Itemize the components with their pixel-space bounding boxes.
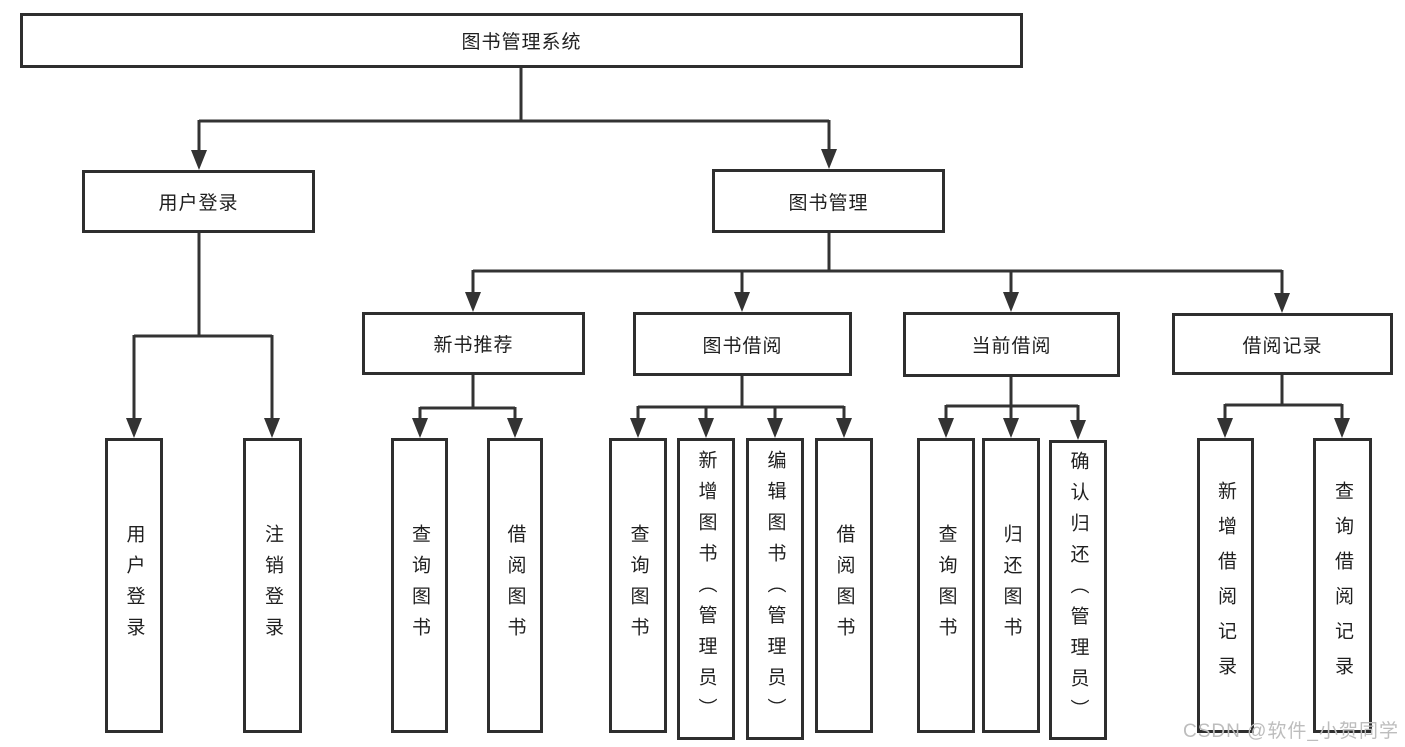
leaf-confirm-return-admin: 确认归还（管理员） bbox=[1049, 440, 1107, 740]
leaf-user-login: 用户登录 bbox=[105, 438, 163, 733]
leaf-borrow-books: 借阅图书 bbox=[815, 438, 873, 733]
node-label: 借阅记录 bbox=[1242, 335, 1323, 357]
leaf-query-borrow-record: 查询借阅记录 bbox=[1313, 438, 1372, 733]
leaf-logout: 注销登录 bbox=[243, 438, 302, 733]
node-new-book-recommendation: 新书推荐 bbox=[362, 312, 585, 375]
leaf-return-books: 归还图书 bbox=[982, 438, 1040, 733]
node-label: 查询图书 bbox=[409, 523, 430, 648]
node-label: 用户登录 bbox=[123, 523, 145, 648]
node-label: 新增图书（管理员） bbox=[695, 449, 717, 729]
leaf-add-borrow-record: 新增借阅记录 bbox=[1197, 438, 1254, 733]
node-label: 当前借阅 bbox=[971, 336, 1052, 357]
node-label: 借阅图书 bbox=[504, 523, 526, 648]
node-label: 新书推荐 bbox=[433, 335, 514, 356]
node-book-management-branch: 图书管理 bbox=[712, 169, 945, 233]
node-label: 确认归还（管理员） bbox=[1067, 450, 1089, 730]
leaf-query-books-borrow: 查询图书 bbox=[609, 438, 667, 733]
node-label: 查询图书 bbox=[627, 523, 649, 648]
leaf-query-books-current: 查询图书 bbox=[917, 438, 975, 733]
node-label: 用户登录 bbox=[158, 193, 239, 214]
csdn-watermark: CSDN @软件_小贺同学 bbox=[1183, 721, 1399, 742]
node-label: 借阅图书 bbox=[833, 523, 855, 648]
node-book-borrowing: 图书借阅 bbox=[633, 312, 852, 376]
leaf-add-books-admin: 新增图书（管理员） bbox=[677, 438, 735, 740]
leaf-borrow-books-recommend: 借阅图书 bbox=[487, 438, 543, 733]
node-borrowing-records: 借阅记录 bbox=[1172, 313, 1393, 375]
node-label: 图书管理系统 bbox=[461, 32, 582, 53]
node-library-management-system: 图书管理系统 bbox=[20, 13, 1023, 68]
node-label: 编辑图书（管理员） bbox=[764, 449, 786, 729]
node-label: 新增借阅记录 bbox=[1215, 480, 1236, 691]
leaf-edit-books-admin: 编辑图书（管理员） bbox=[746, 438, 804, 740]
node-current-borrowing: 当前借阅 bbox=[903, 312, 1120, 377]
node-label: 图书借阅 bbox=[702, 335, 783, 357]
leaf-query-books-recommend: 查询图书 bbox=[391, 438, 448, 733]
node-label: 查询借阅记录 bbox=[1332, 480, 1353, 691]
node-label: 图书管理 bbox=[788, 192, 869, 214]
node-label: 查询图书 bbox=[935, 523, 957, 648]
node-label: 归还图书 bbox=[1000, 523, 1022, 648]
node-label: 注销登录 bbox=[262, 523, 283, 648]
node-user-login-branch: 用户登录 bbox=[82, 170, 315, 233]
